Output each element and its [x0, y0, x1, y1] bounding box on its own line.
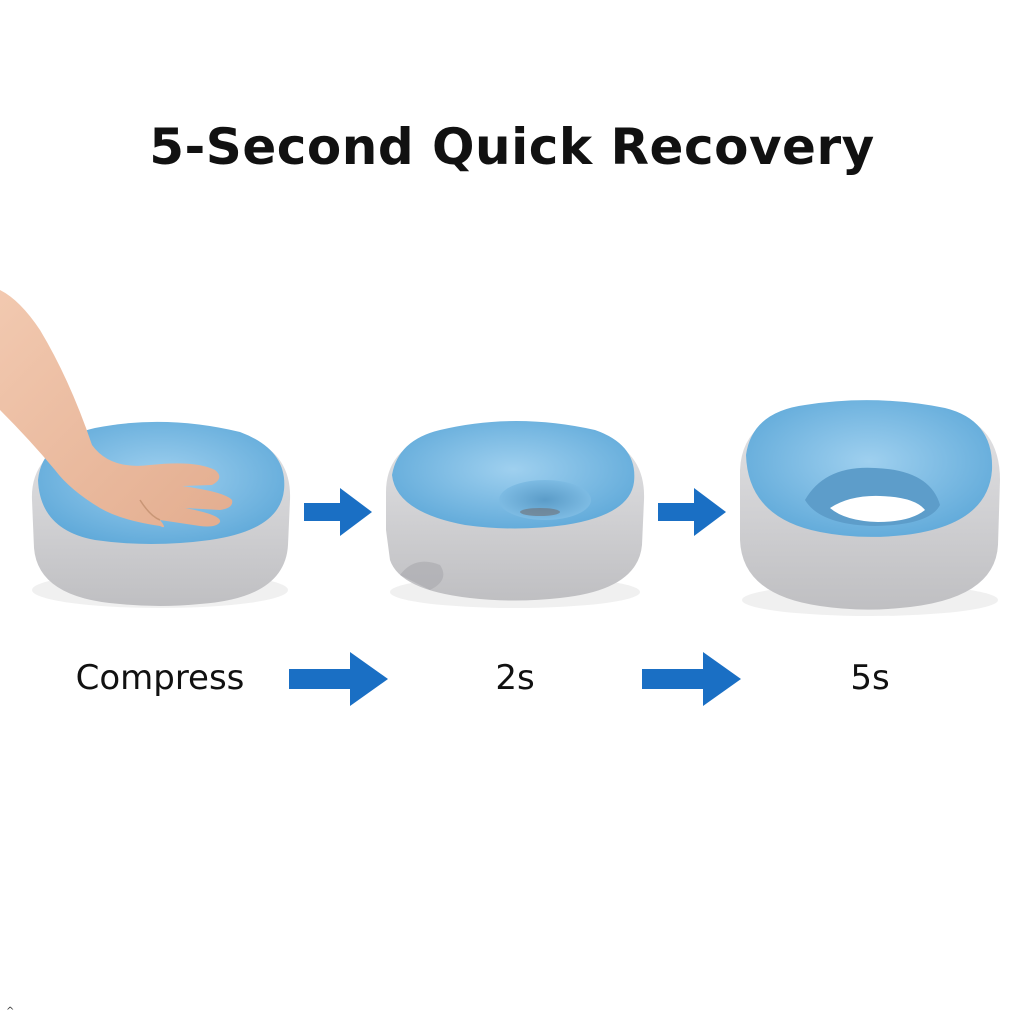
arrow-right-icon [658, 488, 726, 536]
hand-icon [0, 290, 233, 528]
cushion-5s [740, 400, 1000, 616]
arrow-right-icon [304, 488, 372, 536]
stage-label-5s: 5s [850, 658, 890, 698]
page-title: 5-Second Quick Recovery [149, 118, 875, 176]
arrow-right-icon [289, 652, 388, 706]
caret-up-icon: ^ [6, 1006, 15, 1017]
cushion-2s [386, 421, 645, 608]
stage-label-2s: 2s [495, 658, 535, 698]
stage-label-compress: Compress [75, 658, 245, 698]
arrow-right-icon [642, 652, 741, 706]
